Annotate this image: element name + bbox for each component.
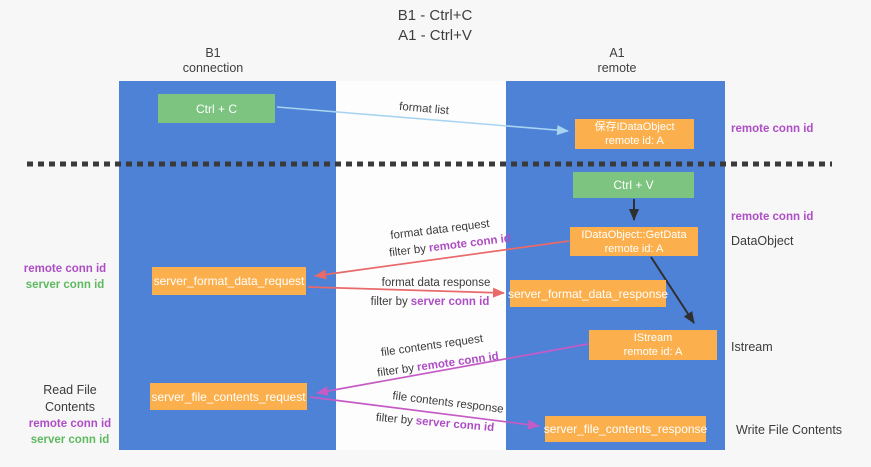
node-idataobject-getdata: IDataObject::GetData remote id: A	[570, 227, 698, 256]
right-column-header: A1 remote	[557, 46, 677, 76]
annotation-left-remote-conn-id-top: remote conn id	[23, 263, 107, 275]
filter-by-text: filter by	[370, 296, 408, 308]
annotation-left-server-conn-id-bottom: server conn id	[30, 434, 110, 446]
annotation-group-left-bottom: Read File Contents remote conn id server…	[18, 382, 122, 448]
annotation-left-server-conn-id-top: server conn id	[25, 279, 105, 291]
getdata-line2: remote id: A	[604, 242, 664, 255]
annotation-istream: Istream	[731, 340, 773, 354]
title-line-2: A1 - Ctrl+V	[398, 27, 472, 44]
right-column-name: A1	[609, 46, 625, 60]
title-line-1: B1 - Ctrl+C	[397, 7, 473, 24]
save-dataobject-line1: 保存IDataObject	[594, 121, 675, 133]
node-save-dataobject: 保存IDataObject remote id: A	[575, 119, 694, 149]
node-ctrl-v: Ctrl + V	[573, 172, 694, 198]
server-format-data-request-label: server_format_data_request	[153, 274, 305, 288]
node-server-format-data-request: server_format_data_request	[152, 267, 306, 295]
left-column-subtitle: connection	[182, 61, 244, 75]
annotation-remote-conn-id-mid: remote conn id	[731, 211, 814, 223]
node-server-file-contents-response: server_file_contents_response	[543, 416, 708, 442]
server-file-contents-request-label: server_file_contents_request	[151, 389, 306, 404]
label-format-data-response: format data response	[381, 277, 491, 289]
server-format-data-response-label: server_format_data_response	[507, 286, 669, 301]
annotation-left-remote-conn-id-bottom: remote conn id	[28, 418, 112, 430]
annotation-dataobject: DataObject	[731, 234, 794, 248]
istream-line1: IStream	[633, 332, 673, 344]
annotation-read-file-contents: Read File Contents	[43, 383, 97, 414]
left-column-name: B1	[205, 46, 221, 60]
node-ctrl-c: Ctrl + C	[158, 94, 275, 123]
left-column-header: B1 connection	[153, 46, 273, 76]
ctrl-c-label: Ctrl + C	[195, 101, 237, 116]
node-istream: IStream remote id: A	[589, 330, 717, 360]
annotation-write-file-contents: Write File Contents	[736, 423, 843, 437]
server-file-contents-response-label: server_file_contents_response	[543, 422, 708, 436]
node-server-format-data-response: server_format_data_response	[507, 280, 669, 307]
annotation-remote-conn-id-top: remote conn id	[731, 123, 814, 135]
diagram-title: B1 - Ctrl+C A1 - Ctrl+V	[350, 6, 520, 46]
ctrl-v-label: Ctrl + V	[613, 178, 654, 192]
node-server-file-contents-request: server_file_contents_request	[150, 383, 307, 410]
server-conn-id-text: server conn id	[410, 296, 490, 308]
right-column-subtitle: remote	[597, 61, 637, 75]
save-dataobject-line2: remote id: A	[605, 135, 664, 147]
annotation-group-left-top: remote conn id server conn id	[22, 261, 108, 293]
getdata-line1: IDataObject::GetData	[581, 228, 687, 241]
istream-line2: remote id: A	[623, 346, 683, 358]
